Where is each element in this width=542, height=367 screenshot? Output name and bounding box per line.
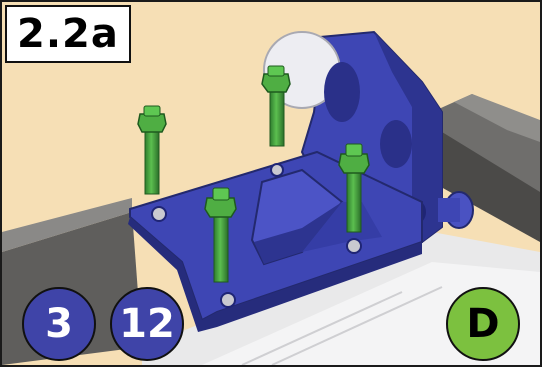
step-number-label: 2.2a — [5, 5, 131, 63]
quantity-badge-3: 3 — [22, 287, 96, 361]
part-letter-badge: D — [446, 287, 520, 361]
screw-hole — [152, 207, 166, 221]
screw-hole — [221, 293, 235, 307]
screw-hole — [347, 239, 361, 253]
bracket-slot-1 — [324, 62, 360, 122]
screw-hole — [271, 164, 283, 176]
bracket-slot-2 — [380, 120, 412, 168]
quantity-badge-12: 12 — [110, 287, 184, 361]
